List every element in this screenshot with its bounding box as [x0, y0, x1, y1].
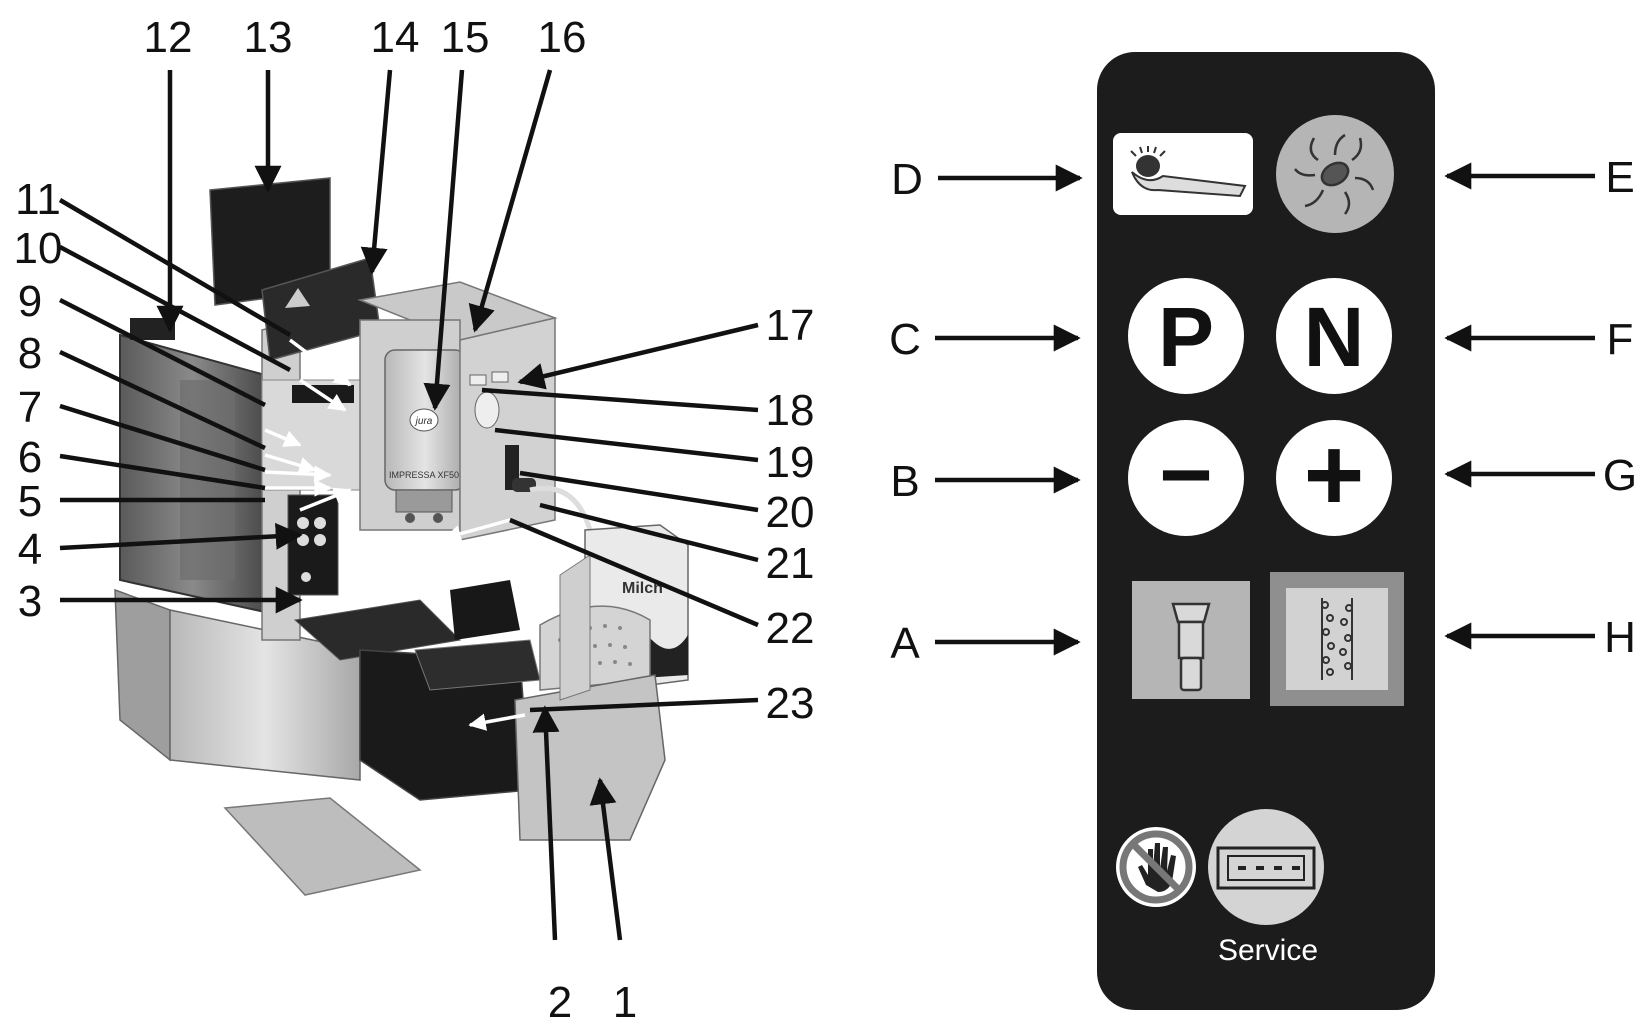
- callout-1: [589, 777, 623, 941]
- label-9: 9: [18, 277, 42, 326]
- callout-9: [58, 297, 267, 408]
- warning-triangle: [285, 288, 310, 308]
- minus-button-label: −: [1159, 424, 1213, 526]
- label-22: 22: [766, 604, 815, 653]
- callout-23: [529, 697, 759, 713]
- label-7: 7: [18, 383, 42, 432]
- callout-14: [360, 69, 393, 275]
- label-21: 21: [766, 539, 815, 588]
- bean-splash-shape: [1294, 133, 1375, 215]
- n-button: [1276, 278, 1392, 394]
- brush-shape: [1130, 146, 1247, 198]
- drip-tray-side: [559, 554, 591, 701]
- callout-17: [517, 322, 759, 390]
- label-23: 23: [766, 679, 815, 728]
- label-6: 6: [18, 433, 42, 482]
- panel-letter-labels: A B C D E F G H: [889, 153, 1637, 668]
- milk-hose: [529, 485, 593, 531]
- callout-7: [59, 403, 266, 473]
- service-label: Service: [1218, 934, 1318, 967]
- rinse-button: [469, 374, 487, 386]
- descale-icon-inner: [1286, 588, 1388, 690]
- grounds-shelf: [450, 580, 520, 640]
- machine-panel-n: [314, 517, 326, 529]
- machine-power-button: [301, 572, 311, 582]
- label-2: 2: [548, 978, 572, 1024]
- label-20: 20: [766, 488, 815, 537]
- spout-nozzle-left: [405, 513, 415, 523]
- steam-button: [491, 371, 509, 383]
- coffee-spout: [395, 489, 453, 513]
- callout-21: [539, 502, 759, 563]
- filter-shape: [1171, 602, 1211, 692]
- minus-button: [1128, 420, 1244, 536]
- label-g: G: [1603, 451, 1637, 500]
- label-h: H: [1604, 613, 1636, 662]
- label-17: 17: [766, 301, 815, 350]
- no-touch-ring: [1119, 830, 1193, 904]
- label-11: 11: [15, 175, 61, 224]
- milk-carton-text: Milch: [622, 580, 663, 597]
- descale-pipe-shape: [1321, 598, 1353, 680]
- service-port-shape: [1216, 846, 1316, 890]
- callout-15: [423, 69, 465, 411]
- machine-panel-plus: [314, 534, 326, 546]
- label-15: 15: [441, 13, 490, 62]
- p-button: [1128, 278, 1244, 394]
- label-12: 12: [144, 13, 193, 62]
- label-4: 4: [18, 525, 42, 574]
- label-18: 18: [766, 386, 815, 435]
- label-a: A: [890, 619, 920, 668]
- machine-white-arrows: [264, 338, 526, 731]
- label-16: 16: [538, 13, 587, 62]
- callout-8: [59, 349, 266, 451]
- callout-16: [468, 69, 553, 333]
- cup-platform: [293, 599, 462, 661]
- p-button-label: P: [1158, 290, 1214, 384]
- label-d: D: [891, 155, 923, 204]
- machine-callout-arrows: [58, 69, 759, 941]
- selector-knob: [474, 391, 500, 429]
- spout-nozzle-right: [433, 513, 443, 523]
- callout-6: [59, 453, 266, 491]
- callout-4: [59, 522, 303, 551]
- jura-logo-text: jura: [414, 416, 433, 427]
- label-5: 5: [18, 477, 42, 526]
- plus-button: [1276, 420, 1392, 536]
- label-10: 10: [14, 224, 63, 273]
- plus-button-label: +: [1304, 417, 1365, 533]
- callout-19: [494, 427, 759, 463]
- machine-illustration: jura IMPRESSA XF50 Milch: [14, 13, 815, 1024]
- drip-tray: [514, 674, 666, 841]
- panel-callout-arrows: [935, 162, 1595, 656]
- label-3: 3: [18, 577, 42, 626]
- drip-tray-grill: [539, 605, 651, 691]
- label-1: 1: [613, 978, 637, 1024]
- callout-11: [58, 198, 292, 337]
- machine-panel-insert: [287, 494, 339, 596]
- control-panel: P N − +: [889, 52, 1637, 1010]
- machine-number-labels: 1 2 3 4 5 6 7 8 9 10 11 12 13 14 15 16 1…: [14, 13, 815, 1024]
- label-e: E: [1605, 153, 1634, 202]
- callout-18: [481, 387, 759, 413]
- label-14: 14: [371, 13, 420, 62]
- label-13: 13: [244, 13, 293, 62]
- callout-22: [509, 517, 759, 628]
- no-touch-slash: [1130, 841, 1182, 893]
- label-19: 19: [766, 438, 815, 487]
- callout-20: [519, 470, 759, 513]
- machine-base: [114, 588, 171, 762]
- machine-panel-p: [297, 517, 309, 529]
- label-b: B: [890, 457, 919, 506]
- n-button-label: N: [1304, 290, 1365, 384]
- callout-2: [532, 705, 560, 941]
- label-8: 8: [18, 329, 42, 378]
- drip-tray-cover: [223, 797, 422, 896]
- label-c: C: [889, 315, 921, 364]
- model-text: IMPRESSA XF50: [389, 470, 459, 480]
- label-f: F: [1607, 315, 1634, 364]
